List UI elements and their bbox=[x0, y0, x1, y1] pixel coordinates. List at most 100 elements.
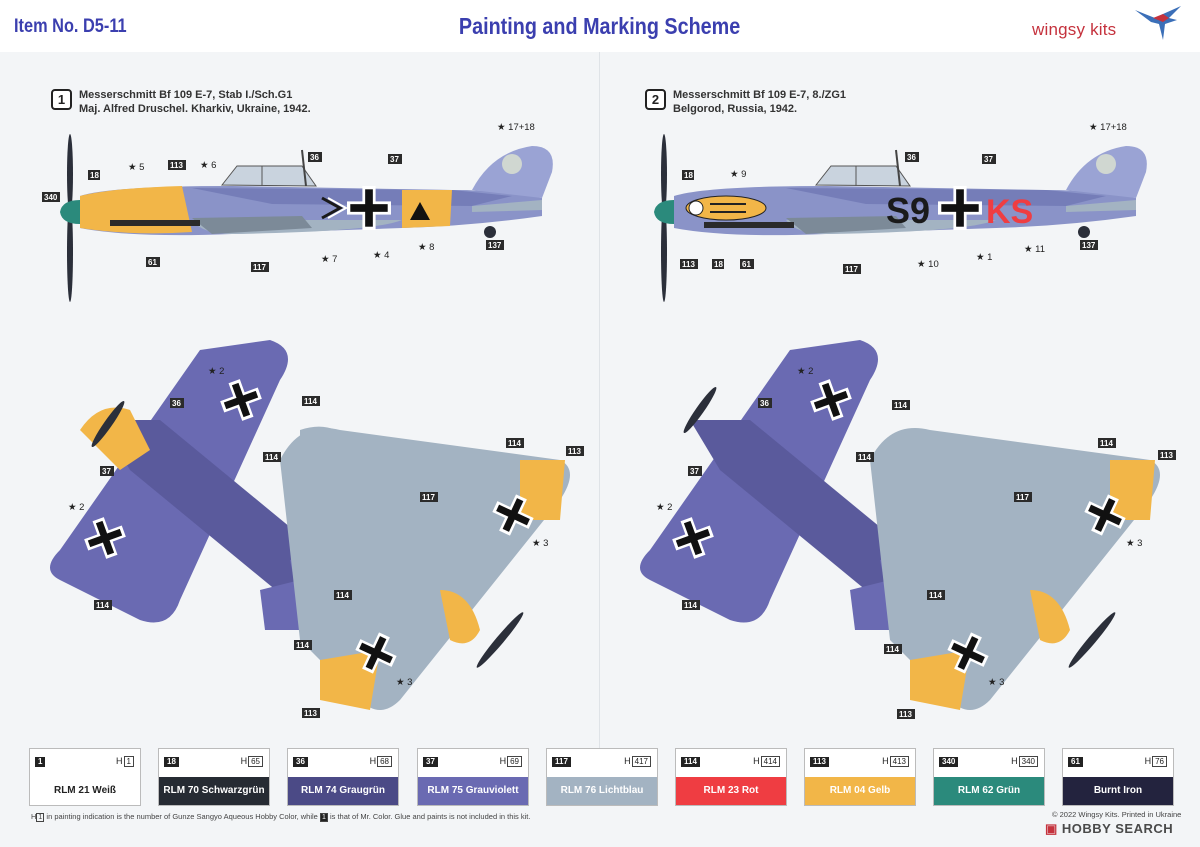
callout-star-6: ★ 6 bbox=[200, 160, 216, 171]
swatch-name: RLM 23 Rot bbox=[676, 777, 786, 805]
callout-star-5: ★ 5 bbox=[128, 162, 144, 173]
footnote-text-2: is that of Mr. Color. Glue and paints is… bbox=[329, 812, 531, 821]
callout-tag: 113 bbox=[170, 161, 183, 170]
callout-star-1: ★ 1 bbox=[976, 252, 992, 263]
callout-star-2: ★ 2 bbox=[797, 366, 813, 377]
swatch-h-value: 414 bbox=[760, 756, 780, 767]
brand-name: wingsy kits bbox=[1032, 20, 1117, 39]
callout-tag: 114 bbox=[929, 591, 942, 600]
scheme-1-badge: 1 bbox=[51, 89, 72, 110]
swatch-h-value: 413 bbox=[889, 756, 909, 767]
callout-tag: 18 bbox=[90, 171, 99, 180]
scheme-1-callouts: 340 18 ★ 5 113 ★ 6 36 37 ★ 17+18 61 117 … bbox=[42, 122, 535, 272]
callout-tag: 113 bbox=[682, 260, 695, 269]
callout-tag: 113 bbox=[1160, 451, 1173, 460]
scheme-2-code-s9: S9 bbox=[886, 190, 930, 231]
swatch-code: 340 bbox=[939, 757, 959, 767]
swatch-name: RLM 74 Graugrün bbox=[288, 777, 398, 805]
callout-tag: 114 bbox=[508, 439, 521, 448]
scheme-2-location: Belgorod, Russia, 1942. bbox=[673, 103, 798, 115]
copyright: © 2022 Wingsy Kits. Printed in Ukraine bbox=[1052, 810, 1182, 819]
callout-star-17-18: ★ 17+18 bbox=[1089, 122, 1127, 133]
callout-star-2: ★ 2 bbox=[68, 502, 84, 513]
swatch-name: RLM 76 Lichtblau bbox=[547, 777, 657, 805]
scheme-1-side-profile bbox=[59, 133, 554, 303]
swatch-h-value: 76 bbox=[1152, 756, 1167, 767]
scheme-2-code-ks: KS bbox=[986, 193, 1033, 231]
swatch-code: 36 bbox=[293, 757, 308, 767]
swatch-name: RLM 70 Schwarzgrün bbox=[159, 777, 269, 805]
swatch-code: 61 bbox=[1068, 757, 1083, 767]
callout-tag: 61 bbox=[148, 258, 157, 267]
aircraft-artwork: S9 KS bbox=[42, 122, 1176, 719]
callout-star-3: ★ 3 bbox=[532, 538, 548, 549]
callout-tag: 36 bbox=[907, 153, 916, 162]
scheme-2-aircraft: Messerschmitt Bf 109 E-7, 8./ZG1 bbox=[673, 89, 847, 101]
swatch-h-value: 340 bbox=[1018, 756, 1038, 767]
callout-tag: 137 bbox=[488, 241, 502, 250]
callout-tag: 114 bbox=[858, 453, 871, 462]
callout-tag: 114 bbox=[336, 591, 349, 600]
callout-tag: 114 bbox=[265, 453, 278, 462]
footnote-text-1: in painting indication is the number of … bbox=[46, 812, 318, 821]
callout-star-8: ★ 8 bbox=[418, 242, 434, 253]
scheme-2-bottom-view bbox=[870, 428, 1160, 710]
scheme-1-aircraft: Messerschmitt Bf 109 E-7, Stab I./Sch.G1 bbox=[79, 89, 293, 101]
callout-tag: 37 bbox=[390, 155, 399, 164]
swatch-h-value: 65 bbox=[248, 756, 263, 767]
swatch-code: 117 bbox=[552, 757, 571, 767]
callout-tag: 37 bbox=[102, 467, 111, 476]
callout-tag: 117 bbox=[845, 265, 858, 274]
scheme-1-pilot-location: Maj. Alfred Druschel. Kharkiv, Ukraine, … bbox=[79, 103, 311, 115]
callout-tag: 114 bbox=[1100, 439, 1113, 448]
center-fold-line bbox=[599, 52, 600, 752]
callout-star-17-18: ★ 17+18 bbox=[497, 122, 535, 133]
callout-tag: 36 bbox=[760, 399, 769, 408]
swatch-h-value: 69 bbox=[507, 756, 522, 767]
swatch-code: 113 bbox=[810, 757, 829, 767]
callout-star-7: ★ 7 bbox=[321, 254, 337, 265]
callout-tag: 37 bbox=[690, 467, 699, 476]
callout-tag: 113 bbox=[899, 710, 912, 719]
callout-tag: 36 bbox=[172, 399, 181, 408]
swatch-h-value: 417 bbox=[631, 756, 651, 767]
callout-tag: 114 bbox=[886, 645, 899, 654]
swatch-h-value: 1 bbox=[123, 756, 134, 767]
callout-tag: 18 bbox=[714, 260, 723, 269]
callout-tag: 18 bbox=[684, 171, 693, 180]
hummingbird-logo-icon bbox=[1135, 6, 1181, 40]
swatch-name: RLM 75 Grauviolett bbox=[418, 777, 528, 805]
callout-star-2: ★ 2 bbox=[656, 502, 672, 513]
callout-tag: 117 bbox=[1016, 493, 1029, 502]
watermark-text: HOBBY SEARCH bbox=[1061, 821, 1174, 836]
swatch-code: 37 bbox=[423, 757, 438, 767]
callout-star-3: ★ 3 bbox=[396, 677, 412, 688]
swatch-h-value: 68 bbox=[377, 756, 392, 767]
callout-star-2: ★ 2 bbox=[208, 366, 224, 377]
callout-star-9: ★ 9 bbox=[730, 169, 746, 180]
callout-tag: 114 bbox=[894, 401, 907, 410]
page-title-text: Painting and Marking Scheme bbox=[459, 13, 741, 39]
footnote-h-box: 1 bbox=[36, 813, 45, 822]
page-title: Painting and Marking Scheme bbox=[0, 13, 1200, 40]
callout-tag: 117 bbox=[253, 263, 266, 272]
callout-tag: 114 bbox=[304, 397, 317, 406]
callout-star-10: ★ 10 bbox=[917, 259, 939, 270]
callout-tag: 61 bbox=[742, 260, 751, 269]
